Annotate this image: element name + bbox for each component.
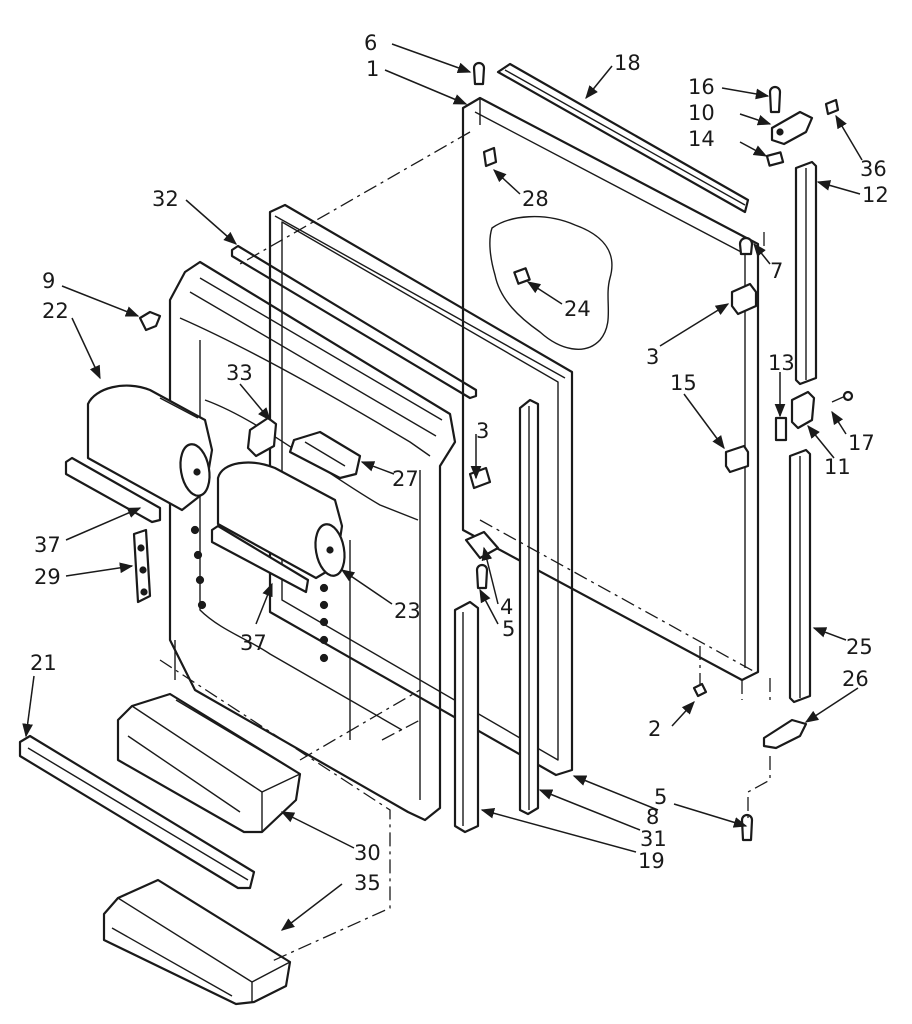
callout-17: 17 [848, 431, 875, 455]
hinge-cover-strip-lower [788, 448, 812, 704]
callout-35: 35 [354, 871, 381, 895]
callout-25: 25 [846, 635, 873, 659]
callout-8: 8 [646, 805, 659, 829]
assembly-centerlines [159, 131, 771, 963]
leader-lines [22, 43, 863, 931]
liner-mounting-holes [190, 525, 329, 663]
insulation-cutaway [489, 215, 613, 350]
callout-33: 33 [226, 361, 253, 385]
callout-32: 32 [152, 187, 179, 211]
callout-5a: 5 [502, 617, 515, 641]
bin-bracket [132, 528, 152, 604]
callout-37a: 37 [34, 533, 61, 557]
callout-22: 22 [42, 299, 69, 323]
callout-13: 13 [768, 351, 795, 375]
hinge-cover-strip-upper [794, 160, 818, 386]
callout-7: 7 [770, 259, 783, 283]
lower-hinge [692, 682, 808, 842]
callout-3a: 3 [646, 345, 659, 369]
light-shield [288, 430, 362, 480]
dairy-compartment-door [86, 384, 214, 512]
callout-6: 6 [364, 31, 377, 55]
callout-12: 12 [862, 183, 889, 207]
door-bin-lower [102, 878, 292, 1006]
callout-9: 9 [42, 269, 55, 293]
door-side-strip [453, 600, 480, 834]
callout-31: 31 [640, 827, 667, 851]
callout-2: 2 [648, 717, 661, 741]
callout-1: 1 [366, 57, 379, 81]
liner-strip [230, 244, 478, 400]
retainer-bar-lower [210, 524, 310, 594]
callout-29: 29 [34, 565, 61, 589]
gasket-strip [518, 398, 540, 816]
callout-19: 19 [638, 849, 665, 873]
middle-hinge [774, 390, 854, 442]
callout-26: 26 [842, 667, 869, 691]
callout-21: 21 [30, 651, 57, 675]
callout-18: 18 [614, 51, 641, 75]
compartment-door-right [216, 461, 346, 580]
callout-28: 28 [522, 187, 549, 211]
switch-part [246, 416, 278, 458]
callout-15: 15 [670, 371, 697, 395]
callout-labels: 6 1 18 16 10 14 36 12 28 32 7 9 22 24 3 … [30, 31, 889, 895]
retainer-bar-upper [64, 456, 162, 524]
outer-panel-hinge-plates [464, 61, 758, 590]
callout-24: 24 [564, 297, 591, 321]
callout-16: 16 [688, 75, 715, 99]
callout-4: 4 [500, 595, 513, 619]
callout-3b: 3 [476, 419, 489, 443]
callout-27: 27 [392, 467, 419, 491]
callout-11: 11 [824, 455, 851, 479]
callout-36: 36 [860, 157, 887, 181]
callout-14: 14 [688, 127, 715, 151]
callout-5b: 5 [654, 785, 667, 809]
upper-hinge [765, 85, 840, 167]
callout-23: 23 [394, 599, 421, 623]
screw-9 [138, 310, 162, 332]
callout-37b: 37 [240, 631, 267, 655]
top-trim [496, 62, 750, 214]
callout-10: 10 [688, 101, 715, 125]
callout-30: 30 [354, 841, 381, 865]
door-bin-upper [116, 692, 302, 834]
